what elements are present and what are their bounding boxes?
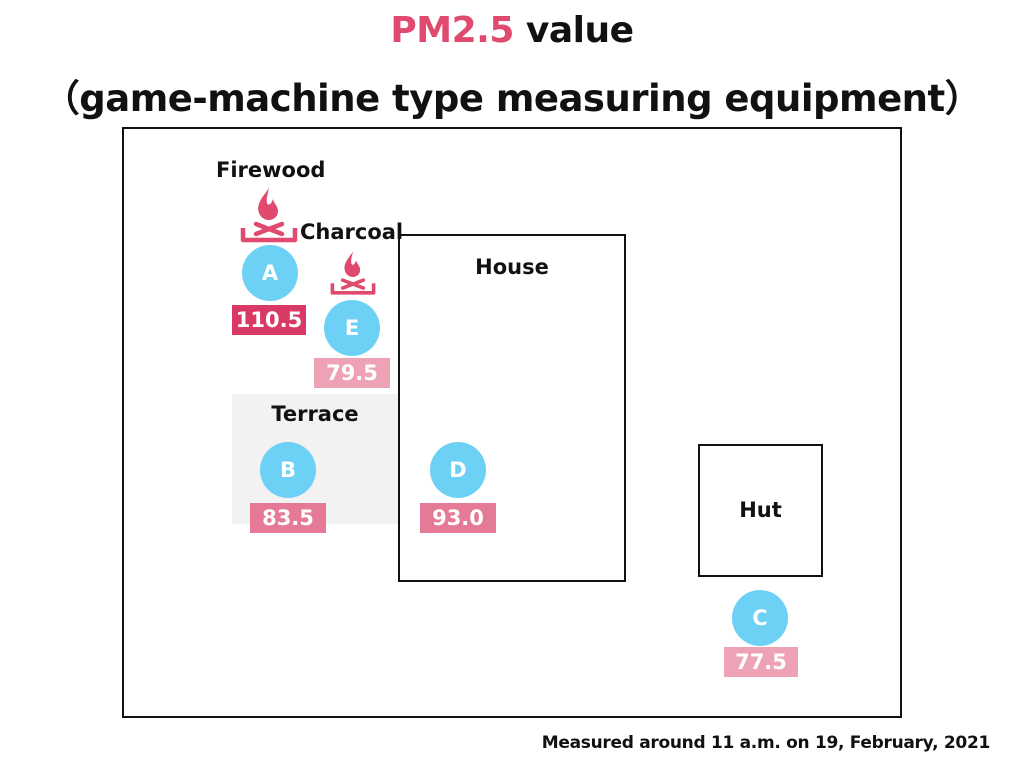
point-b-value: 83.5 [250,503,326,533]
house-label: House [475,255,549,279]
hut-outline [698,444,823,577]
terrace-area [232,394,398,524]
measurement-footnote: Measured around 11 a.m. on 19, February,… [541,733,991,753]
point-a-marker: A [242,245,298,301]
point-c-value: 77.5 [724,647,798,677]
terrace-label: Terrace [271,402,359,426]
point-c-marker: C [732,590,788,646]
point-e-marker: E [324,300,380,356]
title-pm25: PM2.5 [390,10,514,51]
point-b-marker: B [260,442,316,498]
site-boundary [122,127,902,718]
point-d-marker: D [430,442,486,498]
point-a-value: 110.5 [232,305,306,335]
point-d-value: 93.0 [420,503,496,533]
point-e-value: 79.5 [314,358,390,388]
firewood-label: Firewood [216,158,326,182]
charcoal-label: Charcoal [300,220,404,244]
hut-label: Hut [739,498,782,522]
chart-title: PM2.5 value [0,10,1024,51]
bonfire-icon [240,188,298,243]
bonfire-icon [330,251,376,295]
house-outline [398,234,626,582]
chart-subtitle: （game-machine type measuring equipment） [42,77,982,120]
title-value-word: value [513,10,634,51]
